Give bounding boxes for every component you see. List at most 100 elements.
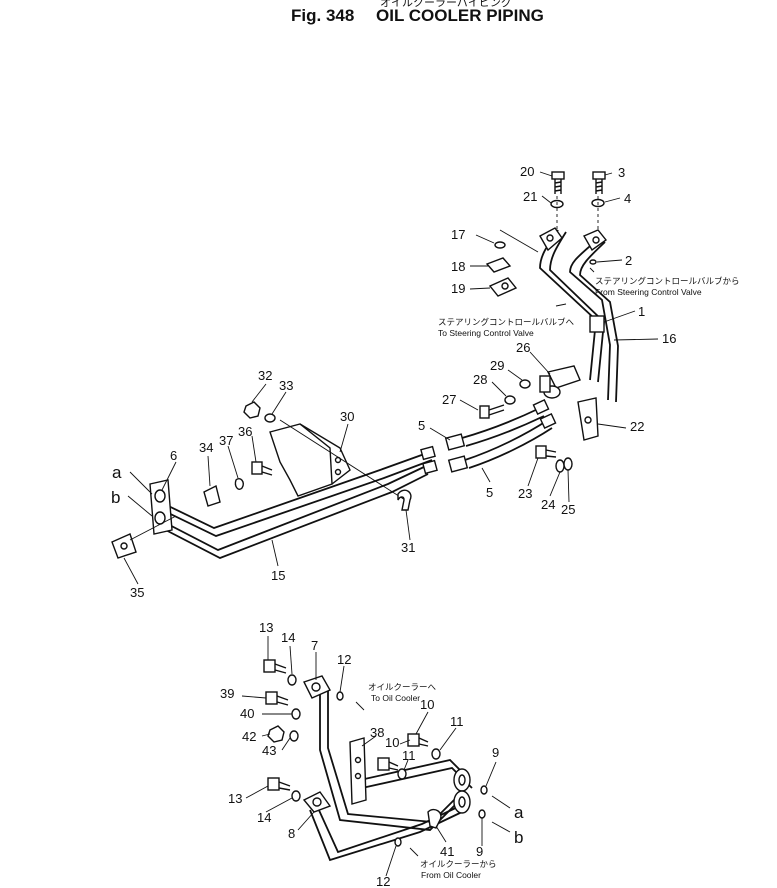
callout-19: 19: [451, 281, 465, 296]
flange-7: [303, 675, 331, 699]
callout-11-upper: 11: [450, 714, 464, 729]
callout-10-lower: 10: [385, 735, 399, 750]
figure-name: OIL COOLER PIPING: [376, 6, 544, 25]
callout-1: 1: [638, 304, 645, 319]
note-to-steering-jp: ステアリングコントロールバルブへ: [438, 317, 575, 327]
callout-8: 8: [288, 826, 295, 841]
callout-36: 36: [238, 424, 252, 439]
callout-43: 43: [262, 743, 276, 758]
washer-24: [555, 459, 565, 473]
clamp-34: [203, 484, 221, 507]
note-from-steering-jp: ステアリングコントロールバルブから: [595, 276, 740, 286]
pipe-clamp-sleeve: [589, 315, 605, 333]
bolt-13-upper: [263, 659, 287, 674]
flange-8: [302, 791, 332, 813]
callout-12-lower: 12: [376, 874, 390, 888]
callout-32: 32: [258, 368, 272, 383]
bolt-27: [479, 404, 505, 419]
leader-lines: [123, 171, 659, 877]
bracket-38: [349, 737, 367, 805]
callout-numbers: 20 3 21 4 17 2 18 19 1 16 26 29 28 27 5 …: [130, 164, 676, 888]
callout-5-upper: 5: [418, 418, 425, 433]
callout-39: 39: [220, 686, 234, 701]
callout-31: 31: [401, 540, 415, 555]
flange-b-lower: [453, 790, 471, 814]
bolt-10-upper: [407, 733, 429, 747]
callout-14-upper: 14: [281, 630, 295, 645]
washer-25: [563, 457, 573, 471]
bracket-30: [269, 423, 351, 497]
flow-notes: ステアリングコントロールバルブから From Steering Control …: [368, 276, 740, 880]
clip-37: [234, 478, 245, 490]
callout-2: 2: [625, 253, 632, 268]
callout-3: 3: [618, 165, 625, 180]
bolt-20: [551, 171, 565, 194]
flange-top-left: [539, 227, 563, 252]
note-from-cooler-jp: オイルクーラーから: [420, 859, 497, 869]
connection-b-lower: b: [514, 828, 523, 847]
callout-23: 23: [518, 486, 532, 501]
callout-30: 30: [340, 409, 354, 424]
washer-33: [264, 413, 276, 423]
pipe-15: [155, 445, 438, 559]
flange-a-lower: [453, 768, 471, 792]
callout-11-lower: 11: [402, 748, 416, 763]
callout-5-lower: 5: [486, 485, 493, 500]
callout-37: 37: [219, 433, 233, 448]
callout-10-upper: 10: [420, 697, 434, 712]
nut-42: [267, 725, 285, 743]
note-from-steering-en: From Steering Control Valve: [595, 287, 702, 297]
flange-6: [149, 479, 173, 535]
callout-18: 18: [451, 259, 465, 274]
callout-33: 33: [279, 378, 293, 393]
o-ring-17: [494, 241, 506, 249]
washer-28: [504, 395, 516, 405]
callout-24: 24: [541, 497, 555, 512]
callout-27: 27: [442, 392, 456, 407]
callout-25: 25: [561, 502, 575, 517]
callout-6: 6: [170, 448, 177, 463]
o-ring-9-upper: [480, 785, 488, 795]
flange-top-right: [583, 229, 608, 252]
callout-13-lower: 13: [228, 791, 242, 806]
callout-9-upper: 9: [492, 745, 499, 760]
washer-29: [519, 379, 531, 389]
callout-40: 40: [240, 706, 254, 721]
o-ring-2: [589, 259, 597, 265]
hose-5: [444, 399, 557, 473]
washer-14-upper: [287, 674, 297, 686]
callout-29: 29: [490, 358, 504, 373]
valve-block-26: [539, 365, 581, 399]
bolt-36: [251, 461, 273, 476]
callout-26: 26: [516, 340, 530, 355]
callout-12-upper: 12: [337, 652, 351, 667]
bolt-10-lower: [377, 757, 399, 771]
pipe-7: [319, 688, 463, 831]
figure-number: Fig. 348: [291, 6, 355, 25]
u-bolt-31: [397, 489, 412, 511]
nut-32: [243, 401, 261, 419]
note-to-cooler-jp: オイルクーラーへ: [368, 682, 437, 692]
bolt-3: [592, 171, 606, 194]
washer-40: [291, 708, 301, 720]
callout-17: 17: [451, 227, 465, 242]
callout-13-upper: 13: [259, 620, 273, 635]
callout-4: 4: [624, 191, 631, 206]
callout-28: 28: [473, 372, 487, 387]
washer-11-lower: [397, 768, 407, 780]
figure-title-japanese: オイルクーラーパイピング: [380, 0, 512, 9]
bracket-22: [577, 397, 599, 441]
flange-18: [485, 257, 512, 273]
o-ring-9-lower: [478, 809, 486, 819]
o-ring-12-upper: [336, 691, 344, 701]
callout-38: 38: [370, 725, 384, 740]
note-to-cooler-en: To Oil Cooler: [371, 693, 420, 703]
callout-35: 35: [130, 585, 144, 600]
washer-43: [289, 730, 299, 742]
callout-41: 41: [440, 844, 454, 859]
callout-34: 34: [199, 440, 213, 455]
o-ring-12-lower: [394, 837, 402, 847]
callout-42: 42: [242, 729, 256, 744]
bolt-13-lower: [267, 777, 291, 791]
